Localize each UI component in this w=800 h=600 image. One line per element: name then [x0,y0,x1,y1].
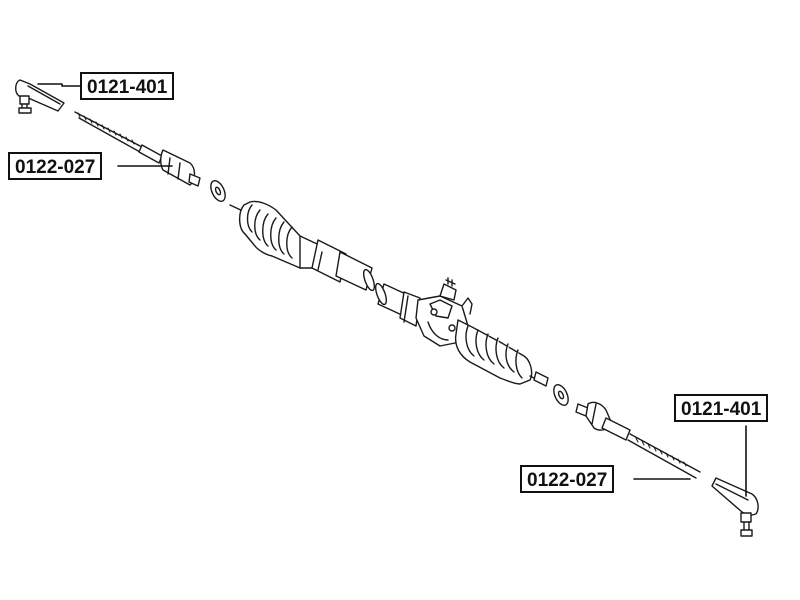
inner-tie-rod-right [575,401,701,479]
rack-housing-right [374,282,421,327]
tie-rod-end-right [711,477,759,537]
bellows-boot-right [454,319,549,387]
part-number-tie-rod-end-right: 0121-401 [674,394,769,422]
washer-right [553,384,569,406]
tie-rod-end-left [15,79,65,114]
bellows-boot-left [229,200,307,269]
rack-housing-left [299,235,376,292]
part-number-inner-tie-rod-right: 0122-027 [520,465,615,493]
part-number-inner-tie-rod-left: 0122-027 [8,152,103,180]
inner-tie-rod-left [74,111,201,187]
pinion-housing [415,277,473,347]
washer-left [210,180,226,202]
part-number-tie-rod-end-left: 0121-401 [80,72,175,100]
leader-lines [37,83,747,497]
